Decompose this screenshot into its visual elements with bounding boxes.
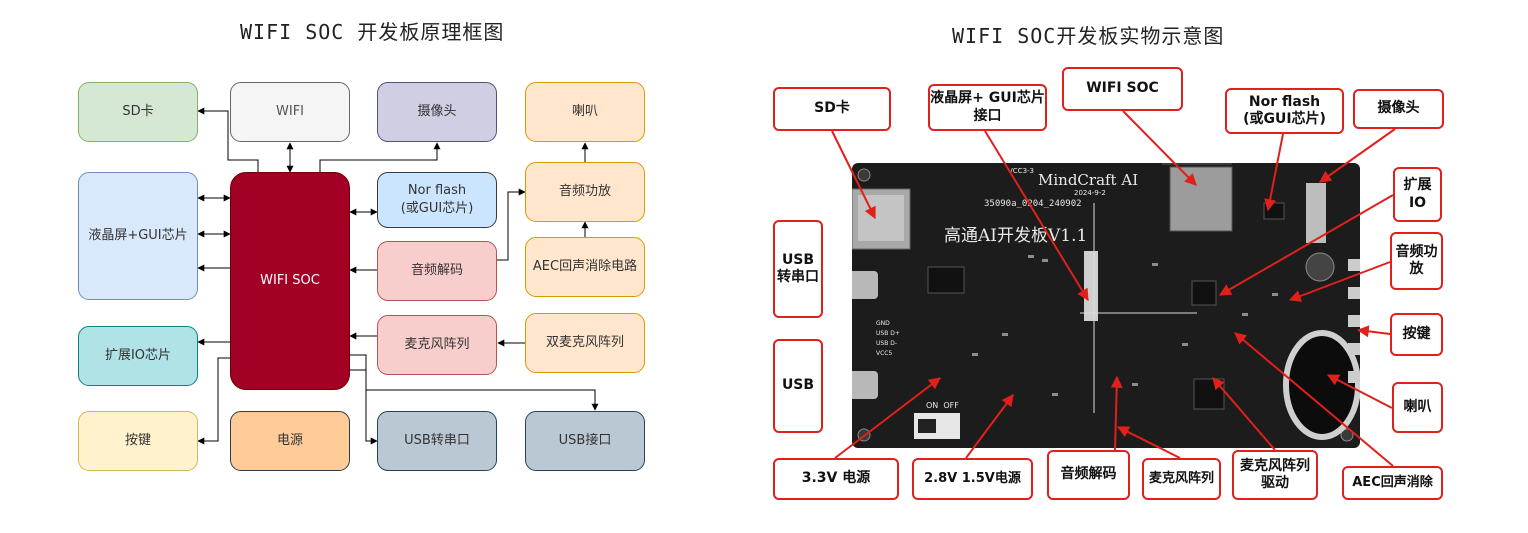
callout-io-ext: 扩展 IO <box>1393 167 1442 222</box>
callout-io-ext-line1: 扩展 <box>1403 177 1432 193</box>
callout-nor-flash-line2: (或GUI芯片) <box>1243 111 1326 127</box>
diagram-title: WIFI SOC 开发板原理框图 <box>240 20 505 44</box>
callout-usb-serial-line2: 转串口 <box>777 269 819 285</box>
callout-sd-card: SD卡 <box>773 87 891 131</box>
callout-lcd-gui-line1: 液晶屏+ GUI芯片 <box>930 90 1045 106</box>
block-mic-array: 麦克风阵列 <box>377 315 497 375</box>
callout-audio-amp: 音频功 放 <box>1390 232 1443 290</box>
pcb-vcc: VCC3-3 <box>1008 167 1034 175</box>
edge-soc-buttons <box>197 357 230 445</box>
edge-soc-camera <box>319 142 441 172</box>
callout-usb-serial-line1: USB <box>781 251 815 268</box>
pcb-pin-gnd: GND <box>876 320 890 327</box>
block-lcd: 液晶屏+GUI芯片 <box>78 172 198 300</box>
block-buttons: 按键 <box>78 411 198 471</box>
callout-aec: AEC回声消除 <box>1342 466 1443 500</box>
pcb-pin-vcc5: VCC5 <box>876 350 893 357</box>
block-audio-amp: 音频功放 <box>525 162 645 222</box>
callout-audio-codec: 音频解码 <box>1047 450 1130 500</box>
callout-power-33: 3.3V 电源 <box>773 458 899 500</box>
pcb-pin-usbdm: USB D- <box>876 340 898 347</box>
callout-buttons: 按键 <box>1390 313 1443 356</box>
callout-usb-serial: USB 转串口 <box>773 220 823 318</box>
callout-speaker: 喇叭 <box>1392 382 1443 433</box>
pcb-switch-label: ON OFF <box>926 401 959 410</box>
callout-mic-array: 麦克风阵列 <box>1142 458 1221 500</box>
block-audio-codec: 音频解码 <box>377 241 497 301</box>
block-camera: 摄像头 <box>377 82 497 142</box>
board-photo: MindCraft AI 2024-9-2 VCC3-3 35090a_0204… <box>848 141 1361 448</box>
block-dual-mic: 双麦克风阵列 <box>525 313 645 373</box>
callout-power-28: 2.8V 1.5V电源 <box>912 458 1033 500</box>
block-io-expander: 扩展IO芯片 <box>78 326 198 386</box>
block-wifi-soc: WIFI SOC <box>230 172 350 390</box>
edge-soc-sd <box>197 107 259 172</box>
callout-mic-driver: 麦克风阵列 驱动 <box>1232 450 1318 500</box>
edge-codec-amp <box>497 188 526 261</box>
callout-nor-flash: Nor flash (或GUI芯片) <box>1225 88 1344 134</box>
block-speaker: 喇叭 <box>525 82 645 142</box>
block-aec: AEC回声消除电路 <box>525 237 645 297</box>
callout-io-ext-line2: IO <box>1408 194 1427 211</box>
pcb-date: 2024-9-2 <box>1074 189 1106 197</box>
block-sd-card: SD卡 <box>78 82 198 142</box>
callout-audio-amp-line1: 音频功 <box>1395 243 1438 260</box>
pcb-serial: 35090a_0204_240902 <box>984 199 1082 209</box>
pcb-brand: MindCraft AI <box>1038 171 1139 189</box>
callout-lcd-gui-line2: 接口 <box>973 107 1002 124</box>
callout-camera: 摄像头 <box>1353 89 1444 129</box>
callout-nor-flash-line1: Nor flash <box>1248 93 1321 110</box>
edge-soc-usbport <box>350 369 599 411</box>
callout-lcd-gui: 液晶屏+ GUI芯片 接口 <box>928 84 1047 131</box>
block-usb-serial: USB转串口 <box>377 411 497 471</box>
block-nor-flash-line1: Nor flash <box>407 183 467 199</box>
photo-title: WIFI SOC开发板实物示意图 <box>952 24 1225 48</box>
block-power: 电源 <box>230 411 350 471</box>
callout-audio-amp-line2: 放 <box>1409 261 1424 277</box>
block-nor-flash: Nor flash (或GUI芯片) <box>377 172 497 228</box>
callout-mic-driver-line2: 驱动 <box>1261 475 1289 491</box>
pcb-pin-usbdp: USB D+ <box>876 330 900 337</box>
callout-usb: USB <box>773 339 823 433</box>
edge-soc-usbserial <box>350 354 378 445</box>
block-nor-flash-line2: (或GUI芯片) <box>400 201 474 216</box>
block-usb-port: USB接口 <box>525 411 645 471</box>
block-wifi: WIFI <box>230 82 350 142</box>
callout-mic-driver-line1: 麦克风阵列 <box>1240 457 1310 474</box>
pcb-pin-labels: GND USB D+ USB D- VCC5 <box>876 319 900 359</box>
callout-wifi-soc: WIFI SOC <box>1062 67 1183 111</box>
